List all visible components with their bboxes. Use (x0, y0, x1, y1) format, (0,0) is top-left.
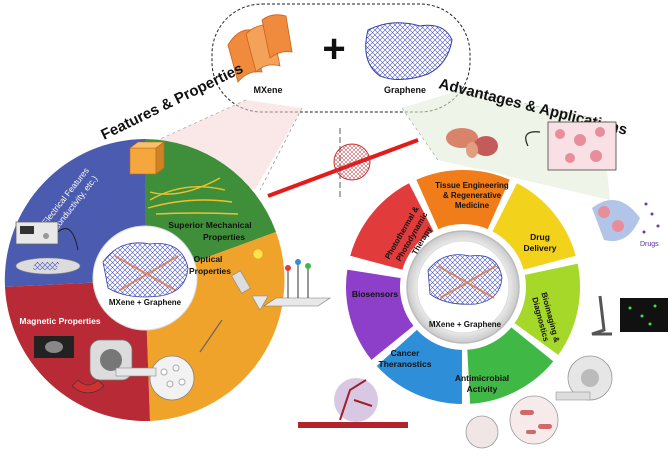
mri-machine-icon (555, 355, 613, 401)
mechanical-label-line1: Superior Mechanical (168, 220, 251, 230)
right-projection-shade (402, 90, 610, 200)
applications-wheel: MXene + Graphene Biosensors Photothermal… (344, 168, 582, 407)
mxene-label: MXene (253, 85, 282, 95)
biosensors-segment (347, 180, 437, 273)
antimicrobial-segment (373, 327, 464, 407)
tissue-segment (489, 180, 579, 273)
drugs-label: Drugs (640, 241, 659, 248)
center-composite-icon (102, 242, 189, 298)
bioimaging-segment (465, 324, 557, 406)
drug-label-line2: Delivery (523, 243, 556, 253)
tissue-label-line2: & Regenerative (443, 191, 502, 200)
microscope-monitor-icon (591, 295, 668, 336)
biosensors-label: Biosensors (352, 289, 399, 299)
biosensor-electrode-icon (263, 259, 331, 307)
optical-label-line1: Optical (194, 254, 223, 264)
drug-fibers-icon (592, 200, 660, 242)
fibers-icon (147, 177, 239, 215)
graphene-label: Graphene (384, 85, 426, 95)
right-center-label: MXene + Graphene (429, 320, 502, 329)
bacteria-icon (465, 395, 559, 449)
antimicrobial-label-line1: Antimicrobial (455, 373, 509, 383)
drug-segment (511, 261, 582, 358)
tissue-label-line1: Tissue Engineering (435, 181, 509, 190)
cancer-label-line1: Cancer (391, 348, 421, 358)
materials-bubble: MXene + Graphene (211, 3, 471, 113)
tissue-label-line3: Medicine (455, 201, 490, 210)
mechanical-label-line2: Properties (203, 232, 245, 242)
cube-icon (129, 141, 165, 175)
organs-icon (446, 121, 617, 171)
features-wheel: MXene + Graphene Electrical Features (co… (4, 139, 285, 422)
mri-scanner-icon (34, 336, 157, 394)
power-supply-icon (15, 221, 81, 275)
mxene-flakes-icon (227, 14, 293, 83)
tumor-vessel-icon (298, 378, 408, 428)
plus-symbol: + (322, 27, 345, 71)
left-center-label: MXene + Graphene (109, 298, 182, 307)
magnetic-label: Magnetic Properties (19, 316, 101, 326)
optical-label-line2: Properties (189, 266, 231, 276)
cancer-label-line2: Theranostics (379, 359, 432, 369)
laser-nanoparticle-icon (267, 128, 419, 200)
photothermal-segment (413, 168, 513, 232)
cancer-segment (344, 267, 417, 363)
graphene-sheet-icon (365, 22, 453, 80)
drug-label-line1: Drug (530, 232, 550, 242)
optical-setup-icon (149, 248, 269, 401)
wheel-segments (344, 168, 582, 407)
antimicrobial-label-line2: Activity (467, 384, 498, 394)
left-projection-shade (145, 100, 302, 190)
